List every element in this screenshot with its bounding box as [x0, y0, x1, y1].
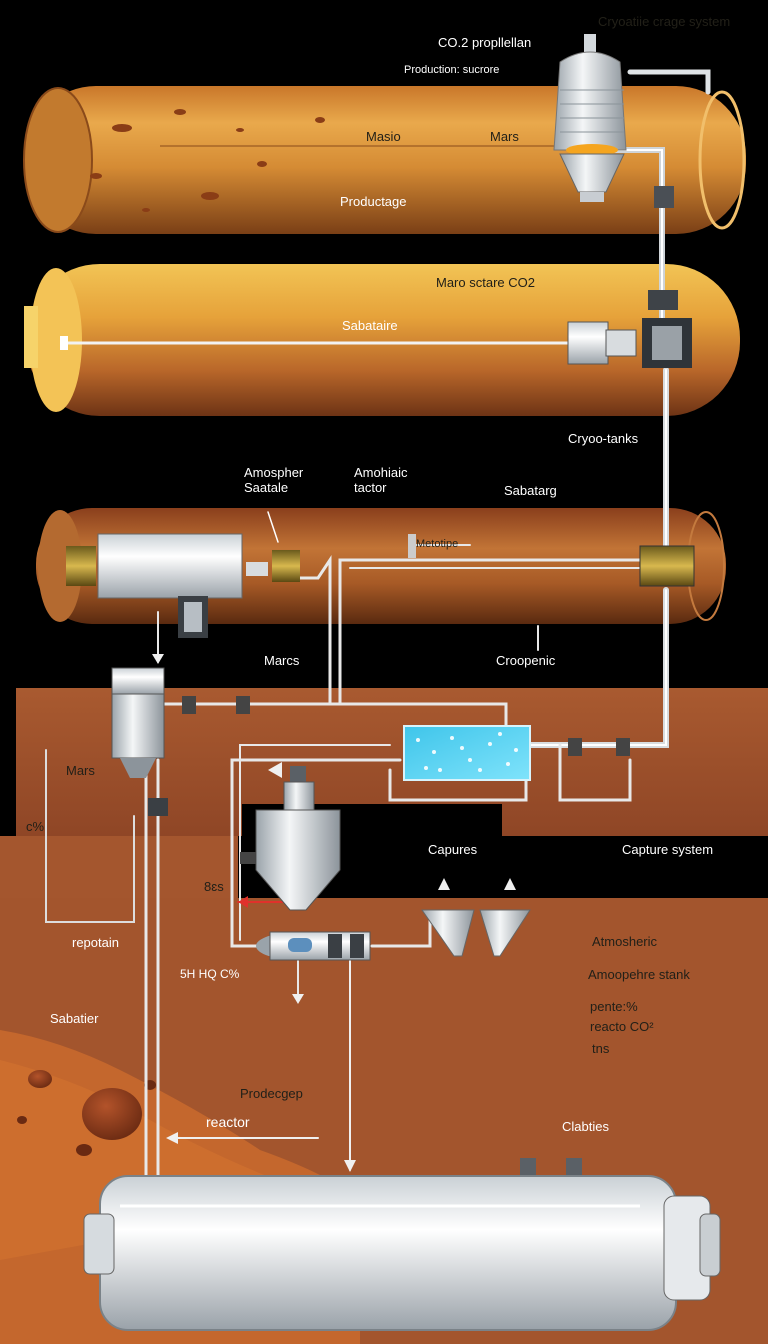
label-tns: tns [592, 1041, 610, 1056]
label-mars-left: Mars [66, 763, 95, 778]
label-amoopehre-tank: Amoopehre stank [588, 967, 690, 982]
label-atmosheric: Atmosheric [592, 934, 658, 949]
label-cryogenic-storage: Cryoatiie crage system [598, 14, 731, 29]
label-masio: Masio [366, 129, 401, 144]
production-storage-tank [23, 86, 746, 234]
label-maro-storage-co2: Maro sctare CO2 [436, 275, 535, 290]
ice-heat-exchanger [403, 725, 531, 781]
label-stack-line: 5H HQ C% [180, 967, 240, 981]
label-atmospher-sabatie: Amospher Saatale [244, 465, 304, 495]
separator-hopper [240, 766, 371, 961]
label-repotain: repotain [72, 935, 119, 950]
bottom-reactor-tank [83, 1158, 721, 1331]
label-co2-propellant: CO.2 propllellan [438, 35, 532, 50]
label-sabataire: Sabataire [342, 318, 398, 333]
pipe-network [45, 69, 711, 1212]
cryogenic-vessel [553, 34, 627, 202]
label-amohiaic-tactor: Amohiaic tactor [354, 465, 408, 495]
label-capures: Capures [428, 842, 478, 857]
co2-storage-tank [24, 264, 740, 416]
mars-rocks [17, 1070, 156, 1156]
label-marcs: Marcs [264, 653, 300, 668]
label-metotipe: Metotipe [416, 538, 459, 550]
label-sat: 8ɛs [204, 879, 224, 894]
label-sabatarg: Sabatarg [504, 483, 557, 498]
label-capture-system: Capture system [622, 842, 714, 857]
label-prodecgep: Prodecgep [240, 1086, 303, 1101]
label-percent: c% [26, 819, 45, 834]
label-sabatier: Sabatier [50, 1011, 99, 1026]
label-clabties: Clabties [562, 1119, 609, 1134]
label-productage: Productage [340, 194, 407, 209]
label-croopenic: Croopenic [496, 653, 556, 668]
label-mars-top: Mars [490, 129, 519, 144]
valve-couplings [97, 186, 695, 816]
capture-funnels [421, 909, 531, 957]
label-reacto-co2: reacto CO² [590, 1019, 654, 1034]
label-cryoo-tanks: Cryoo-tanks [568, 431, 639, 446]
label-pente: pente:% [590, 999, 638, 1014]
label-production-storage: Production: sucrore [404, 64, 500, 76]
label-reactor: reactor [206, 1114, 250, 1130]
